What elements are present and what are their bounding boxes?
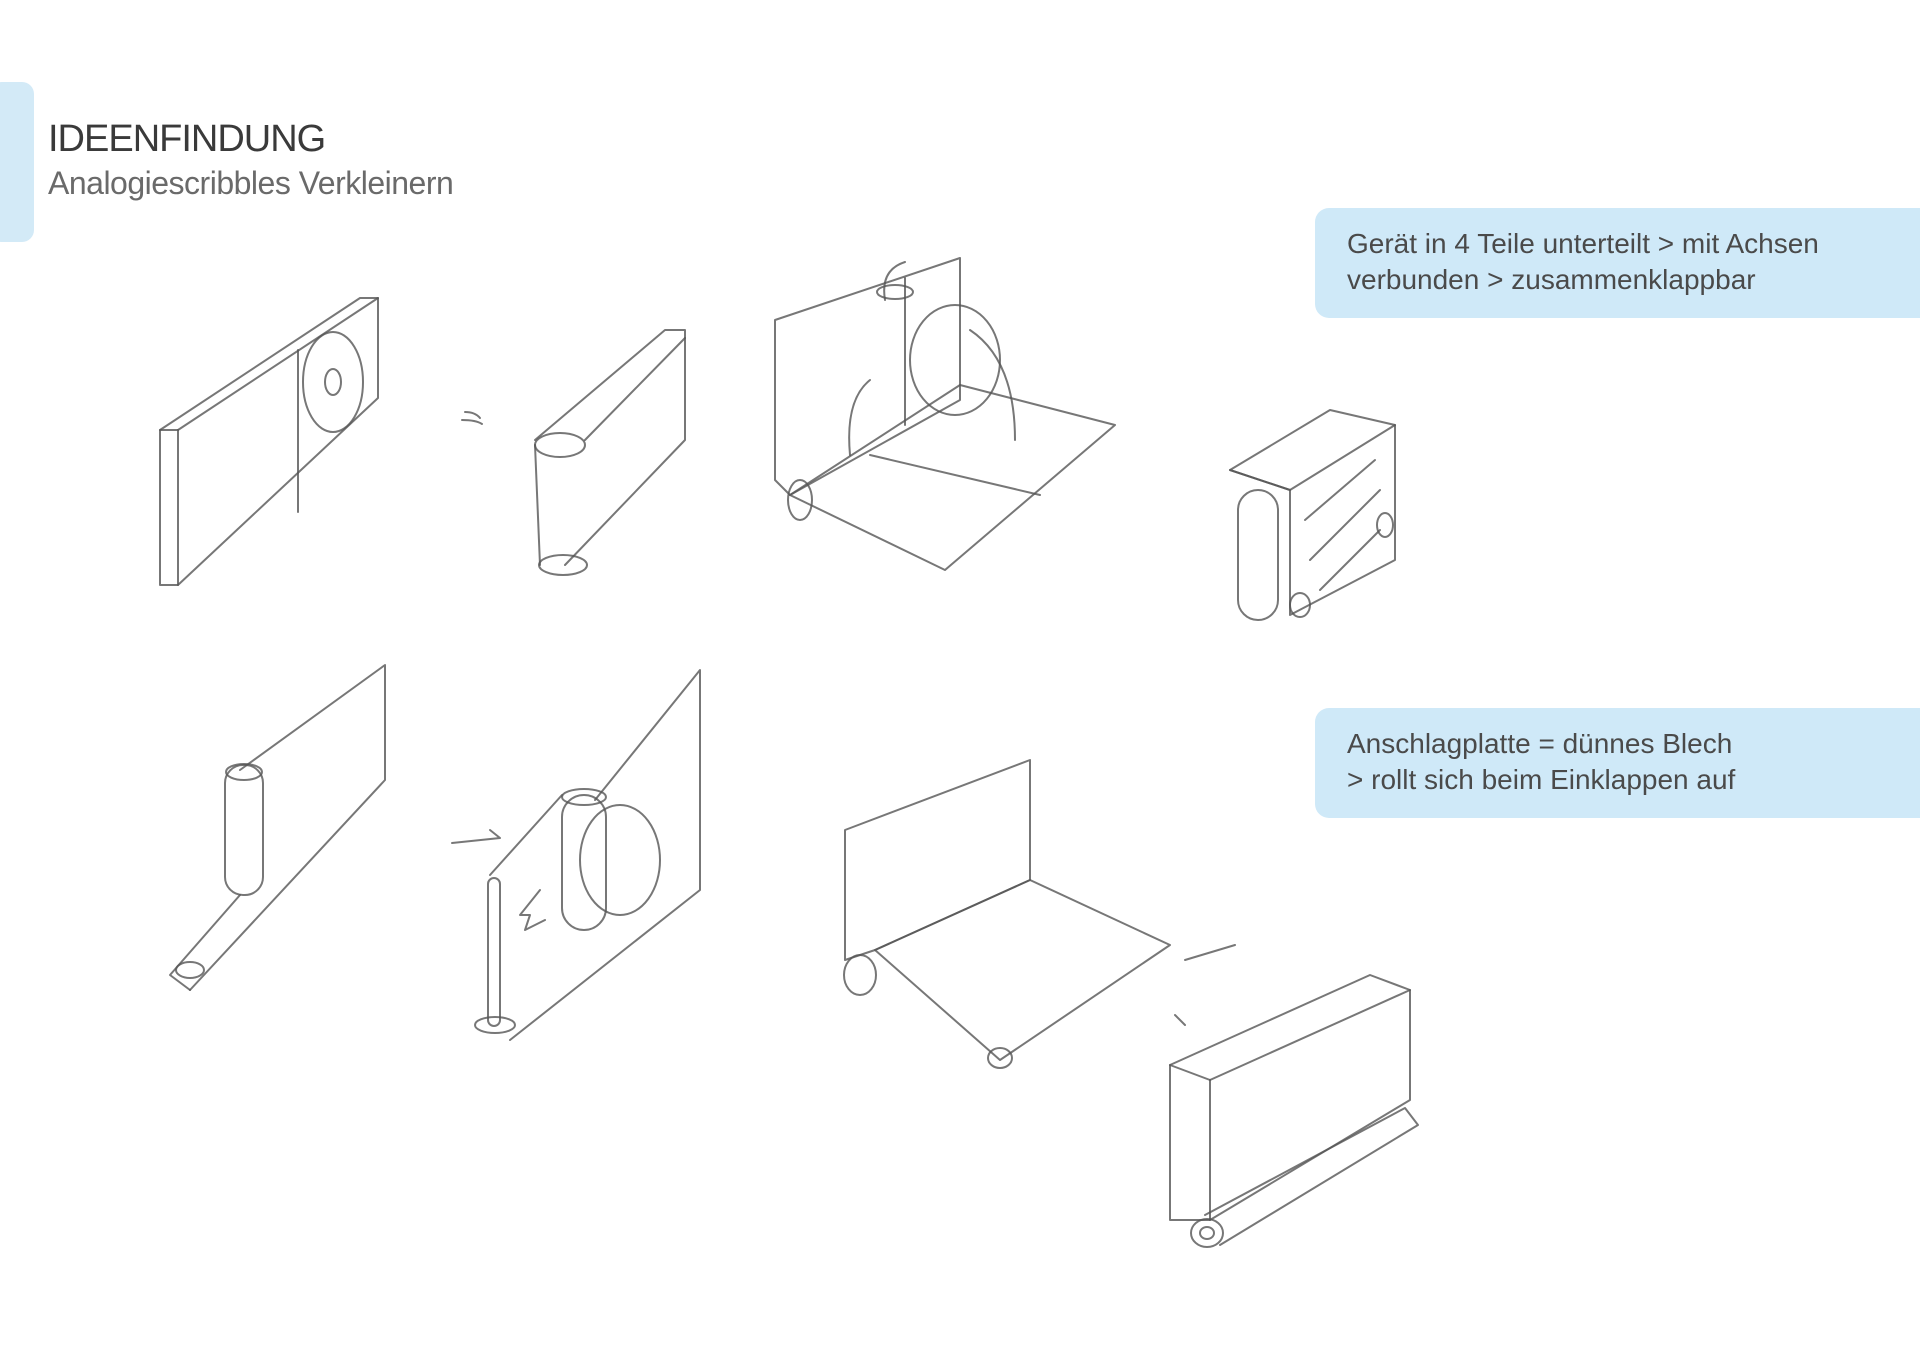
sketch-folded <box>1229 409 1396 621</box>
note-line: Anschlagplatte = dünnes Blech <box>1347 728 1733 759</box>
note-line: Gerät in 4 Teile unterteilt > mit Achsen <box>1347 228 1819 259</box>
sketch-roll-2 <box>451 669 701 1041</box>
sketch-rolled-plate <box>1169 974 1419 1248</box>
page-subtitle: Analogiescribbles Verkleinern <box>48 165 454 201</box>
sketch-roll-1 <box>169 664 386 991</box>
note-line: > rollt sich beim Einklappen auf <box>1347 764 1736 795</box>
note-rolling-plate: Anschlagplatte = dünnes Blech > rollt si… <box>1315 708 1920 818</box>
sketch-open-plate <box>843 759 1236 1069</box>
sketch-slicer-box <box>159 297 379 586</box>
section-tab-marker <box>0 82 34 242</box>
page-title: IDEENFINDUNG <box>48 118 326 160</box>
note-folding: Gerät in 4 Teile unterteilt > mit Achsen… <box>1315 208 1920 318</box>
sketch-open-fold <box>774 257 1116 571</box>
sketch-cylinder-block <box>461 329 686 576</box>
note-line: verbunden > zusammenklappbar <box>1347 264 1756 295</box>
